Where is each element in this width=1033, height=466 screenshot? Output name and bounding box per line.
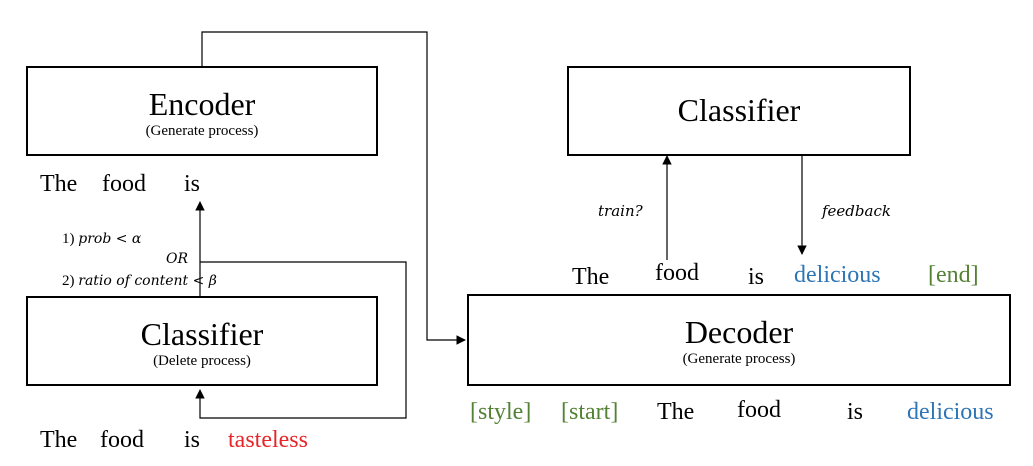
encoder-output-word-1: The [40,171,78,197]
train-label: train? [598,202,643,220]
decoder-title: Decoder [684,314,794,350]
decoder-input-style-word: delicious [907,399,994,425]
input-word-1: The [40,427,78,453]
top-classifier-box: Classifier [567,66,911,156]
delete-classifier-title: Classifier [140,316,264,352]
decoder-box: Decoder (Generate process) [467,294,1011,386]
decoder-input-word-3: is [847,399,864,425]
condition-2-expr: ratio of content < β [78,273,217,289]
decoder-input-start-token: [start] [561,399,619,425]
encoder-box: Encoder (Generate process) [26,66,378,156]
condition-1-expr: prob < α [78,231,142,247]
decoder-output-style-word: delicious [794,262,881,288]
decoder-subtitle: (Generate process) [682,351,796,367]
delete-classifier-subtitle: (Delete process) [153,353,251,369]
input-word-3: is [184,427,201,453]
decoder-output-word-1: The [572,264,610,290]
decoder-output-word-2: food [655,260,699,286]
condition-2: 2) ratio of content < β [62,272,217,290]
encoder-subtitle: (Generate process) [145,123,259,139]
input-negative-word: tasteless [228,427,308,453]
decoder-output-end-token: [end] [928,262,979,288]
condition-or-label: OR [166,251,189,267]
decoder-output-word-3: is [748,264,765,290]
or-branch-arrow [195,261,407,419]
decoder-input-word-1: The [657,399,695,425]
decoder-input-style-token: [style] [470,399,532,425]
condition-1: 1) prob < α [62,230,141,248]
encoder-output-word-2: food [102,171,146,197]
feedback-label: feedback [822,202,891,220]
condition-2-prefix: 2) [62,273,75,289]
encoder-output-word-3: is [184,171,201,197]
top-classifier-title: Classifier [677,92,801,128]
input-word-2: food [100,427,144,453]
condition-1-prefix: 1) [62,231,75,247]
decoder-input-word-2: food [737,397,781,423]
encoder-title: Encoder [148,86,256,122]
delete-classifier-box: Classifier (Delete process) [26,296,378,386]
encoder-to-decoder-arrow [201,31,466,345]
condition-or: OR [166,250,188,268]
